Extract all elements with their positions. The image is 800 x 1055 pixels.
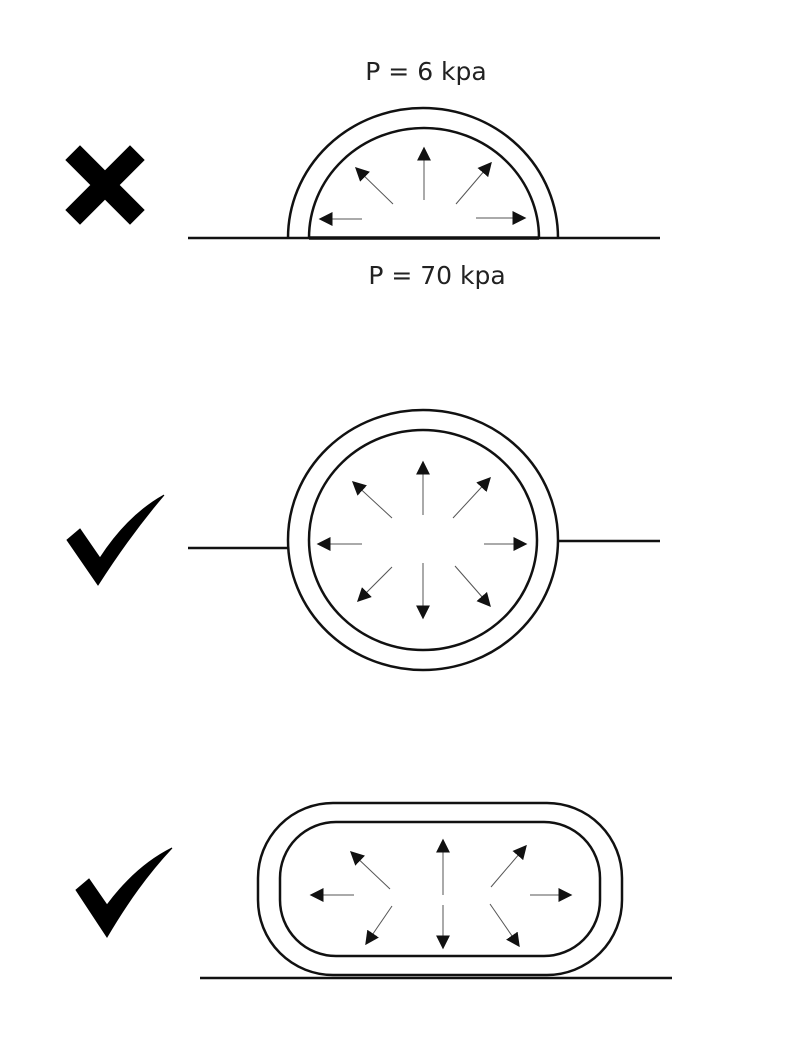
pressure-arrow bbox=[354, 167, 394, 205]
pressure-arrows bbox=[309, 838, 573, 950]
pressure-arrow bbox=[452, 476, 491, 519]
pressure-arrow bbox=[365, 905, 393, 946]
checkmark-icon bbox=[66, 494, 165, 586]
dome-outer-shell bbox=[286, 106, 560, 239]
bottom-pressure-label: P = 70 kpa bbox=[368, 261, 505, 290]
pressure-arrows bbox=[318, 146, 527, 226]
pressure-arrow bbox=[357, 566, 393, 602]
pressure-arrow bbox=[454, 565, 491, 608]
pressure-arrow bbox=[351, 481, 393, 519]
dome-inner-shell bbox=[307, 126, 541, 239]
cross-icon bbox=[65, 145, 145, 225]
capsule-inner-shell bbox=[278, 820, 602, 958]
panel-rounded-capsule bbox=[75, 801, 672, 980]
pressure-arrow bbox=[455, 161, 492, 205]
top-pressure-label: P = 6 kpa bbox=[365, 57, 486, 86]
capsule-outer-shell bbox=[256, 801, 624, 977]
pressure-arrows bbox=[316, 460, 528, 620]
checkmark-icon bbox=[75, 847, 173, 938]
circle-outer-shell bbox=[286, 408, 560, 672]
panel-half-dome: P = 6 kpa P = 70 kpa bbox=[65, 57, 660, 290]
pressure-arrow bbox=[490, 844, 527, 888]
pressure-arrow bbox=[489, 903, 520, 948]
circle-inner-shell bbox=[307, 428, 539, 652]
panel-full-circle bbox=[66, 408, 660, 672]
pressure-arrow bbox=[349, 851, 391, 890]
